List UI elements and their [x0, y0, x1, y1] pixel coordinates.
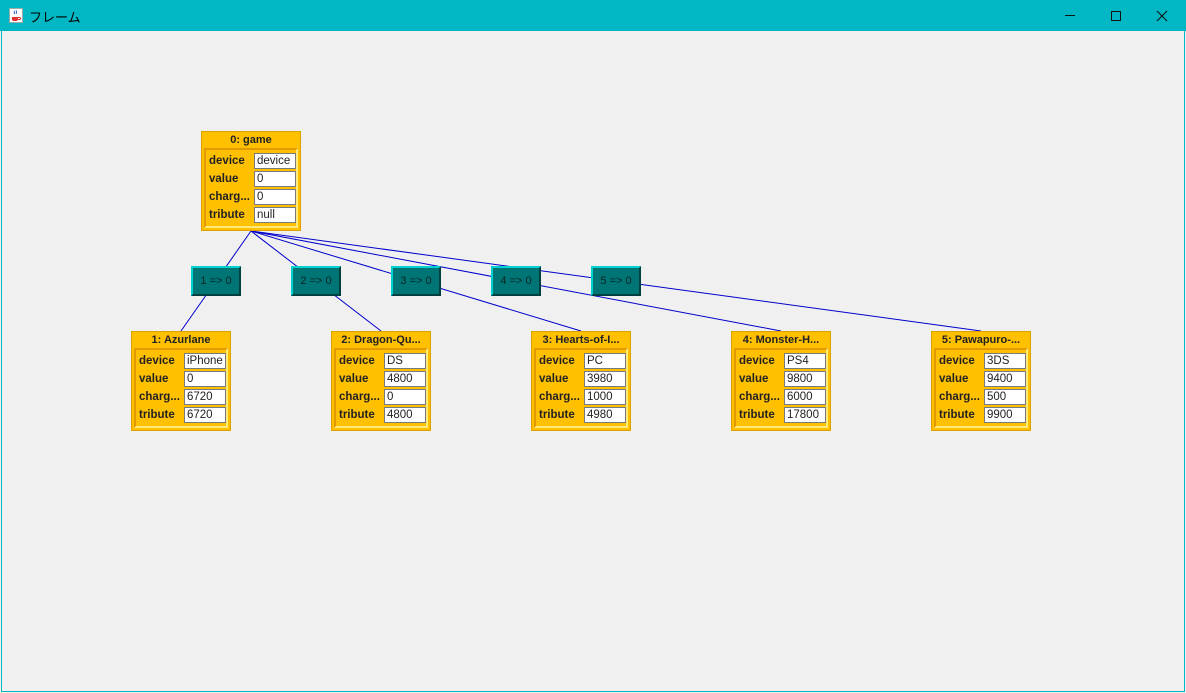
field-value[interactable]: 6720 — [184, 389, 226, 405]
field-value[interactable]: 6000 — [784, 389, 826, 405]
field-label: value — [339, 373, 369, 385]
field-value[interactable]: 9800 — [784, 371, 826, 387]
field-label: device — [209, 155, 245, 167]
field-value[interactable]: 0 — [184, 371, 226, 387]
node-title: 0: game — [230, 134, 272, 146]
maximize-icon — [1111, 11, 1121, 21]
field-label: device — [139, 355, 175, 367]
field-value[interactable]: null — [254, 207, 296, 223]
field-label: value — [539, 373, 569, 385]
node-2[interactable]: 2: Dragon-Qu... device DS value 4800 charg… — [331, 331, 431, 431]
edge-label-2[interactable]: 2 => 0 — [291, 266, 341, 296]
field-label: tribute — [209, 209, 245, 221]
field-value[interactable]: DS — [384, 353, 426, 369]
field-label: tribute — [139, 409, 175, 421]
node-1[interactable]: 1: Azurlane device iPhone value 0 charg...… — [131, 331, 231, 431]
node-5[interactable]: 5: Pawapuro-... device 3DS value 9400 char… — [931, 331, 1031, 431]
node-3[interactable]: 3: Hearts-of-I... device PC value 3980 cha… — [531, 331, 631, 431]
field-label: charg... — [139, 391, 180, 403]
field-value[interactable]: 9900 — [984, 407, 1026, 423]
node-title: 3: Hearts-of-I... — [542, 334, 620, 346]
field-label: device — [539, 355, 575, 367]
field-label: charg... — [339, 391, 380, 403]
node-title: 1: Azurlane — [151, 334, 211, 346]
edge-label-5[interactable]: 5 => 0 — [591, 266, 641, 296]
field-value[interactable]: 17800 — [784, 407, 826, 423]
field-value[interactable]: 3980 — [584, 371, 626, 387]
field-value[interactable]: 0 — [254, 171, 296, 187]
field-value[interactable]: 4980 — [584, 407, 626, 423]
field-value[interactable]: 500 — [984, 389, 1026, 405]
field-label: tribute — [939, 409, 975, 421]
field-value[interactable]: 4800 — [384, 407, 426, 423]
title-bar[interactable]: フレーム — [0, 0, 1186, 31]
window-title: フレーム — [29, 11, 81, 26]
field-value[interactable]: PS4 — [784, 353, 826, 369]
field-value[interactable]: 0 — [384, 389, 426, 405]
node-title: 4: Monster-H... — [742, 334, 820, 346]
field-value[interactable]: 1000 — [584, 389, 626, 405]
field-label: value — [139, 373, 169, 385]
field-value[interactable]: PC — [584, 353, 626, 369]
minimize-icon — [1065, 15, 1075, 16]
field-label: device — [739, 355, 775, 367]
edge-label-1[interactable]: 1 => 0 — [191, 266, 241, 296]
field-label: charg... — [939, 391, 980, 403]
field-label: value — [739, 373, 769, 385]
field-value[interactable]: 0 — [254, 189, 296, 205]
field-value[interactable]: 4800 — [384, 371, 426, 387]
field-label: tribute — [739, 409, 775, 421]
field-label: device — [939, 355, 975, 367]
minimize-button[interactable] — [1047, 0, 1093, 31]
field-value[interactable]: 6720 — [184, 407, 226, 423]
node-title: 2: Dragon-Qu... — [341, 334, 421, 346]
java-cup-icon — [9, 8, 23, 23]
field-value[interactable]: 3DS — [984, 353, 1026, 369]
maximize-button[interactable] — [1093, 0, 1139, 31]
field-label: tribute — [339, 409, 375, 421]
field-value[interactable]: device — [254, 153, 296, 169]
close-icon — [1156, 10, 1168, 22]
field-label: device — [339, 355, 375, 367]
node-4[interactable]: 4: Monster-H... device PS4 value 9800 char… — [731, 331, 831, 431]
field-label: tribute — [539, 409, 575, 421]
edge-label-3[interactable]: 3 => 0 — [391, 266, 441, 296]
edge-label-4[interactable]: 4 => 0 — [491, 266, 541, 296]
field-value[interactable]: 9400 — [984, 371, 1026, 387]
close-button[interactable] — [1139, 0, 1185, 31]
node-root[interactable]: 0: game device device value 0 charg... 0 tr… — [201, 131, 301, 231]
field-label: value — [939, 373, 969, 385]
field-label: charg... — [739, 391, 780, 403]
field-label: charg... — [539, 391, 580, 403]
node-title: 5: Pawapuro-... — [941, 334, 1021, 346]
field-label: value — [209, 173, 239, 185]
field-label: charg... — [209, 191, 250, 203]
field-value[interactable]: iPhone — [184, 353, 226, 369]
